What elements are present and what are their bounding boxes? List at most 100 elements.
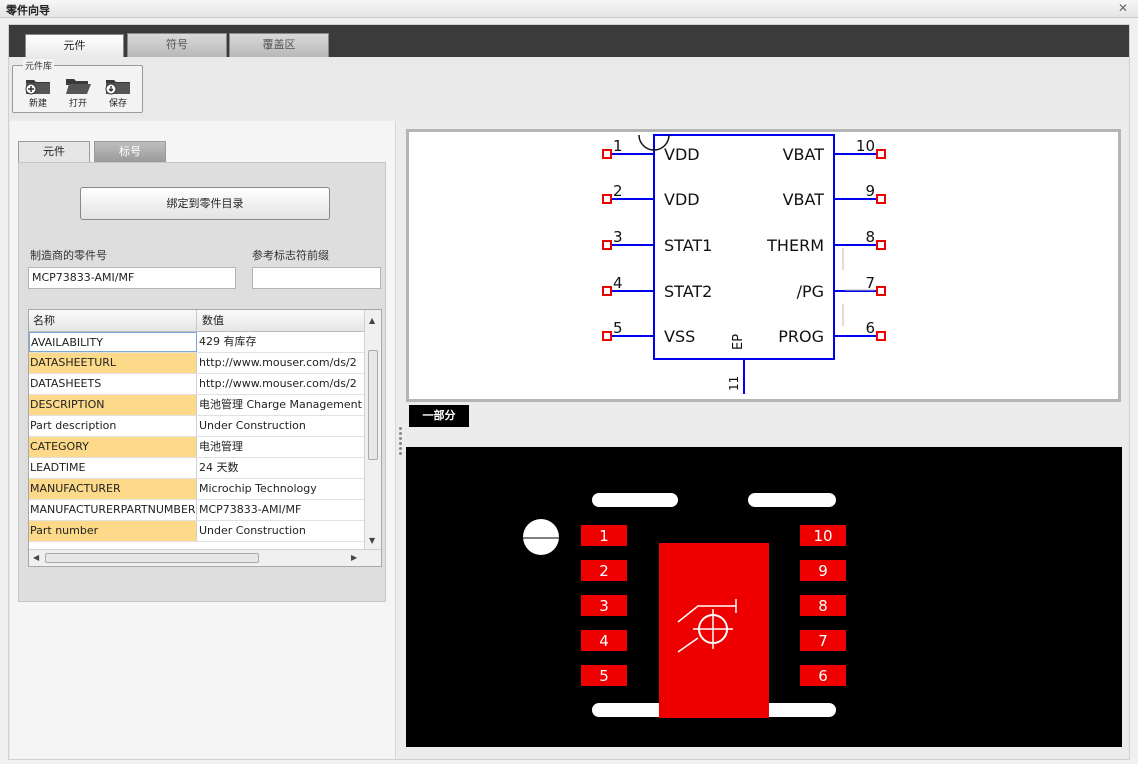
- pin-endpoint: [602, 286, 612, 296]
- open-button-label: 打开: [68, 99, 87, 109]
- attribute-value-cell[interactable]: MCP73833-AMI/MF: [199, 503, 302, 516]
- grid-header-name[interactable]: 名称: [29, 310, 197, 332]
- pin-name: /PG: [797, 282, 824, 301]
- pin-name: THERM: [766, 236, 824, 255]
- attribute-value-cell[interactable]: http://www.mouser.com/ds/2: [199, 356, 357, 369]
- scroll-right-icon[interactable]: ▶: [351, 553, 358, 562]
- grid-header-value[interactable]: 数值: [202, 314, 224, 327]
- attribute-value-cell[interactable]: Under Construction: [199, 524, 306, 537]
- pin-number: 10: [856, 137, 875, 155]
- scroll-up-icon[interactable]: ▲: [369, 316, 376, 325]
- part-section-label[interactable]: 一部分: [409, 405, 469, 427]
- scroll-down-icon[interactable]: ▼: [369, 536, 376, 545]
- ref-prefix-input[interactable]: [252, 267, 381, 289]
- new-button-label: 新建: [28, 99, 47, 109]
- pad-number: 8: [818, 597, 828, 615]
- pin-endpoint: [876, 194, 886, 204]
- attribute-name-cell[interactable]: MANUFACTURER: [29, 479, 197, 499]
- pin-endpoint: [876, 286, 886, 296]
- scroll-left-icon[interactable]: ◀: [33, 553, 40, 562]
- attribute-value-cell[interactable]: 电池管理: [199, 440, 243, 453]
- pad-number: 2: [599, 562, 609, 580]
- grid-vertical-scrollbar[interactable]: ▲ ▼: [364, 310, 381, 550]
- attribute-value-cell[interactable]: Under Construction: [199, 419, 306, 432]
- pad-number: 6: [818, 667, 828, 685]
- pin-endpoint: [602, 331, 612, 341]
- pad-number: 5: [599, 667, 609, 685]
- window-title: 零件向导: [6, 4, 50, 17]
- tab-component[interactable]: 元件: [25, 34, 124, 57]
- pin-endpoint: [876, 240, 886, 250]
- attribute-value-cell[interactable]: 429 有库存: [199, 335, 257, 348]
- toolbar: 元件库 新建 打开: [9, 57, 1129, 119]
- subtab-designator[interactable]: 标号: [94, 141, 166, 162]
- pin1-marker: [523, 519, 559, 555]
- mfr-part-label: 制造商的零件号: [30, 249, 107, 262]
- open-button[interactable]: 打开: [60, 75, 96, 111]
- attribute-name-cell[interactable]: DATASHEETS: [29, 374, 197, 394]
- pin-number: 4: [613, 274, 623, 292]
- pin-number: 8: [865, 228, 875, 246]
- attribute-name-cell[interactable]: Part description: [29, 416, 197, 436]
- folder-open-icon: [66, 79, 91, 94]
- attribute-name-cell[interactable]: LEADTIME: [29, 458, 197, 478]
- panel-splitter[interactable]: [397, 425, 403, 461]
- tab-symbol[interactable]: 符号: [127, 33, 227, 57]
- footprint-pad: [581, 630, 627, 651]
- exposed-pad-label: EP: [731, 334, 746, 350]
- pad-number: 3: [599, 597, 609, 615]
- main-tab-bar: 元件 符号 覆盖区: [9, 25, 1129, 57]
- footprint-preview[interactable]: 1234510987611: [406, 447, 1122, 747]
- pad-number: 10: [813, 527, 832, 545]
- attribute-name-cell[interactable]: DATASHEETURL: [29, 353, 197, 373]
- new-button[interactable]: 新建: [20, 75, 56, 111]
- subtab-component[interactable]: 元件: [18, 141, 90, 162]
- close-icon[interactable]: ✕: [1117, 1, 1128, 15]
- pad-number: 7: [818, 632, 828, 650]
- attribute-value-cell[interactable]: 电池管理 Charge Management: [199, 398, 362, 411]
- attribute-value-cell[interactable]: http://www.mouser.com/ds/2: [199, 377, 357, 390]
- attribute-value-cell[interactable]: Microchip Technology: [199, 482, 317, 495]
- attribute-name-cell[interactable]: DESCRIPTION: [29, 395, 197, 415]
- attribute-name-cell[interactable]: Part number: [29, 521, 197, 541]
- footprint-pad: [581, 525, 627, 546]
- pin-endpoint: [876, 331, 886, 341]
- vertical-scroll-thumb[interactable]: [368, 350, 378, 460]
- pin-number: 5: [613, 319, 623, 337]
- bind-to-catalog-button[interactable]: 绑定到零件目录: [80, 187, 330, 220]
- footprint-pad: [581, 560, 627, 581]
- pin-number: 1: [613, 137, 623, 155]
- pin-number: 7: [865, 274, 875, 292]
- attribute-value-cell[interactable]: 24 天数: [199, 461, 239, 474]
- pin-name: VBAT: [783, 145, 825, 164]
- mfr-part-input[interactable]: MCP73833-AMI/MF: [28, 267, 236, 289]
- pin-number: 6: [865, 319, 875, 337]
- pin-name: PROG: [778, 327, 824, 346]
- library-group-label: 元件库: [23, 59, 55, 72]
- save-button[interactable]: 保存: [100, 75, 136, 111]
- grid-horizontal-scrollbar[interactable]: ◀ ▶: [29, 549, 381, 566]
- attribute-name-cell[interactable]: MANUFACTURERPARTNUMBER: [29, 500, 197, 520]
- tab-footprint[interactable]: 覆盖区: [229, 33, 329, 57]
- footprint-pad: [800, 595, 846, 616]
- attribute-name-cell[interactable]: AVAILABILITY: [29, 332, 197, 352]
- attribute-name-cell[interactable]: CATEGORY: [29, 437, 197, 457]
- library-group: 元件库 新建 打开: [12, 59, 143, 113]
- pad-number: 1: [599, 527, 609, 545]
- horizontal-scroll-thumb[interactable]: [45, 553, 259, 563]
- silkscreen-outline: [748, 493, 836, 507]
- pad-number: 4: [599, 632, 609, 650]
- pin-name: STAT2: [664, 282, 712, 301]
